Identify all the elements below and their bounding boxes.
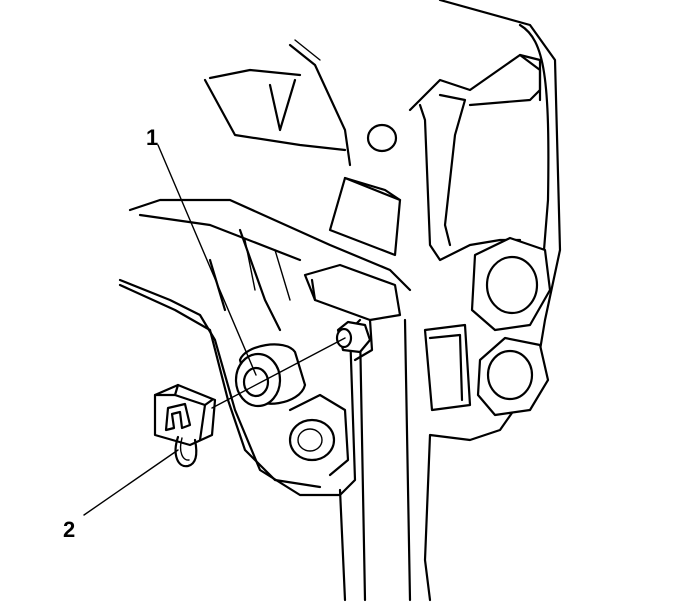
upper-bracket [203, 39, 352, 167]
switch-bracket [303, 263, 402, 362]
callout-label-1: 1 [146, 125, 158, 150]
right-bracket [408, 0, 562, 602]
assembly-centerline [211, 337, 346, 409]
round-pin [366, 123, 398, 153]
leader-line-1 [157, 144, 257, 376]
bushing [234, 343, 307, 408]
leader-line-2 [83, 449, 179, 516]
retainer-clip [153, 383, 217, 468]
pedal-arm [118, 176, 412, 602]
callout-label-2: 2 [63, 517, 75, 542]
